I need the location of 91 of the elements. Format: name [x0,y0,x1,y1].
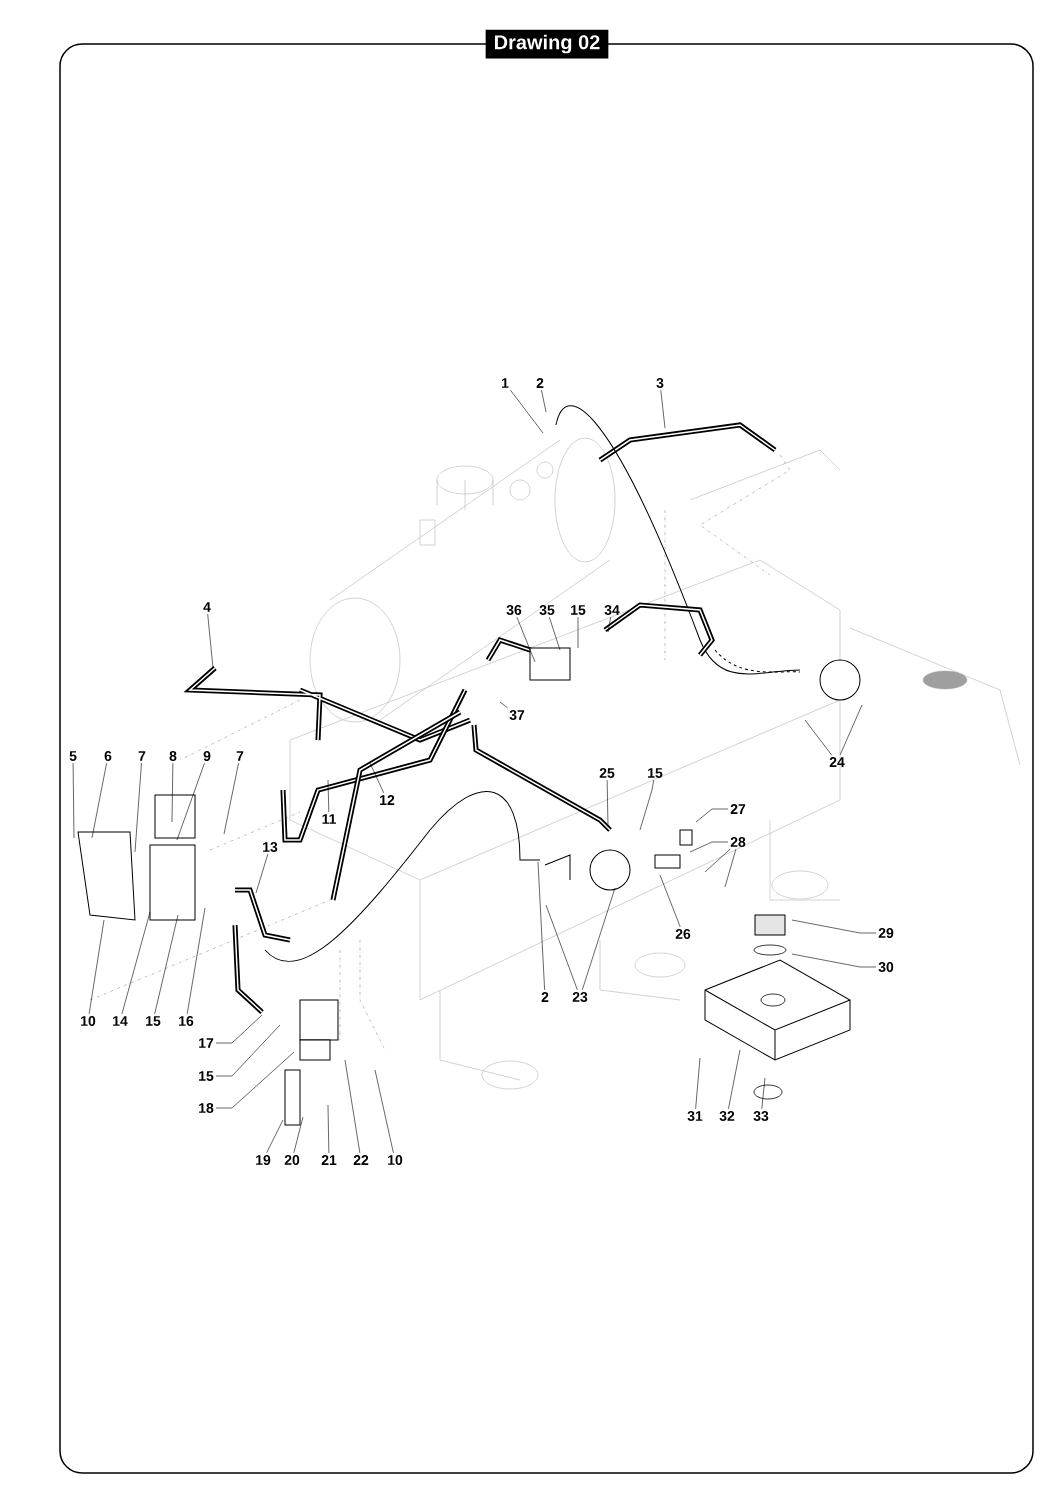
leader-line [121,911,151,1015]
leader-line [215,1014,263,1044]
callout-number: 32 [719,1111,735,1121]
callout-number: 15 [199,1071,214,1081]
leader-line [582,887,616,991]
callout-number: 17 [199,1038,214,1048]
callout-number: 15 [146,1016,161,1026]
leader-line [659,874,681,928]
callout-number: 30 [878,962,894,972]
callout-number: 20 [284,1155,300,1165]
leader-line [577,616,579,649]
leader-line [255,853,269,894]
callout-number: 11 [322,814,336,824]
callout-number: 2 [536,378,544,388]
leader-line [516,616,536,663]
leader-line [839,704,863,756]
leader-line [704,848,731,873]
callout-number: 37 [509,710,525,720]
leader-line [639,779,655,831]
leader-line [606,779,609,828]
leader-line [327,1104,330,1154]
leader-line [761,1077,766,1110]
callout-number: 10 [388,1155,403,1165]
leader-line [207,613,214,669]
callout-number: 12 [380,795,395,805]
leader-line [215,1051,295,1109]
leader-line [549,616,561,651]
callout-number: 22 [353,1155,369,1165]
callout-number: 9 [203,751,211,761]
leader-line [176,762,205,841]
callout-number: 13 [263,842,278,852]
callout-number: 3 [656,378,664,388]
callout-number: 14 [113,1016,128,1026]
callout-number: 23 [572,992,588,1002]
leader-line [791,953,877,968]
callout-number: 8 [169,751,177,761]
callout-number: 7 [138,751,146,761]
leader-line [374,1069,394,1154]
callout-number: 21 [321,1155,337,1165]
callout-number: 31 [687,1111,703,1121]
callout-number: 27 [730,804,746,814]
callout-number: 29 [878,928,894,938]
leader-line [88,919,105,1015]
callout-number: 34 [604,605,620,615]
leader-line [728,1049,741,1110]
callout-number: 1 [502,378,509,388]
callout-number: 7 [236,751,244,761]
callout-number: 18 [199,1103,214,1113]
leader-line [327,779,330,813]
callout-number: 4 [203,602,211,612]
leader-line [545,904,578,991]
leader-line [541,389,547,413]
leader-line [510,389,544,434]
leader-line [223,762,239,835]
callout-number: 16 [179,1016,194,1026]
leader-line [293,1116,304,1154]
callout-number: 15 [648,768,663,778]
leader-line [186,907,206,1015]
callout-number: 6 [104,751,112,761]
leader-line [369,762,385,794]
leader-line [607,616,611,633]
leader-line [215,1024,281,1077]
leader-line [695,1057,701,1110]
callout-number: 5 [69,751,77,761]
callout-number: 10 [81,1016,96,1026]
leader-line [344,1059,361,1154]
callout-number: 24 [829,757,845,767]
leader-line [72,762,75,839]
leader-line [689,841,729,853]
leader-line [171,762,174,823]
leader-line [154,914,179,1015]
leader-line [660,389,666,429]
leader-line [791,919,877,934]
callout-number: 26 [675,929,691,939]
leader-line [134,762,142,853]
leader-line [266,1119,284,1154]
callout-number: 33 [753,1111,769,1121]
leader-line [695,808,729,823]
leader-line [537,861,545,991]
callout-number: 19 [256,1155,271,1165]
callout-number: 28 [730,837,746,847]
callout-number: 2 [541,992,549,1002]
callout-number: 36 [506,605,522,615]
leader-line [804,719,832,756]
leader-line [499,701,508,709]
leader-line [724,848,737,888]
callout-number: 35 [539,605,555,615]
callout-number: 25 [599,768,615,778]
title-banner: Drawing 02 [485,29,609,59]
leader-line [91,762,107,839]
callout-number: 15 [571,605,586,615]
